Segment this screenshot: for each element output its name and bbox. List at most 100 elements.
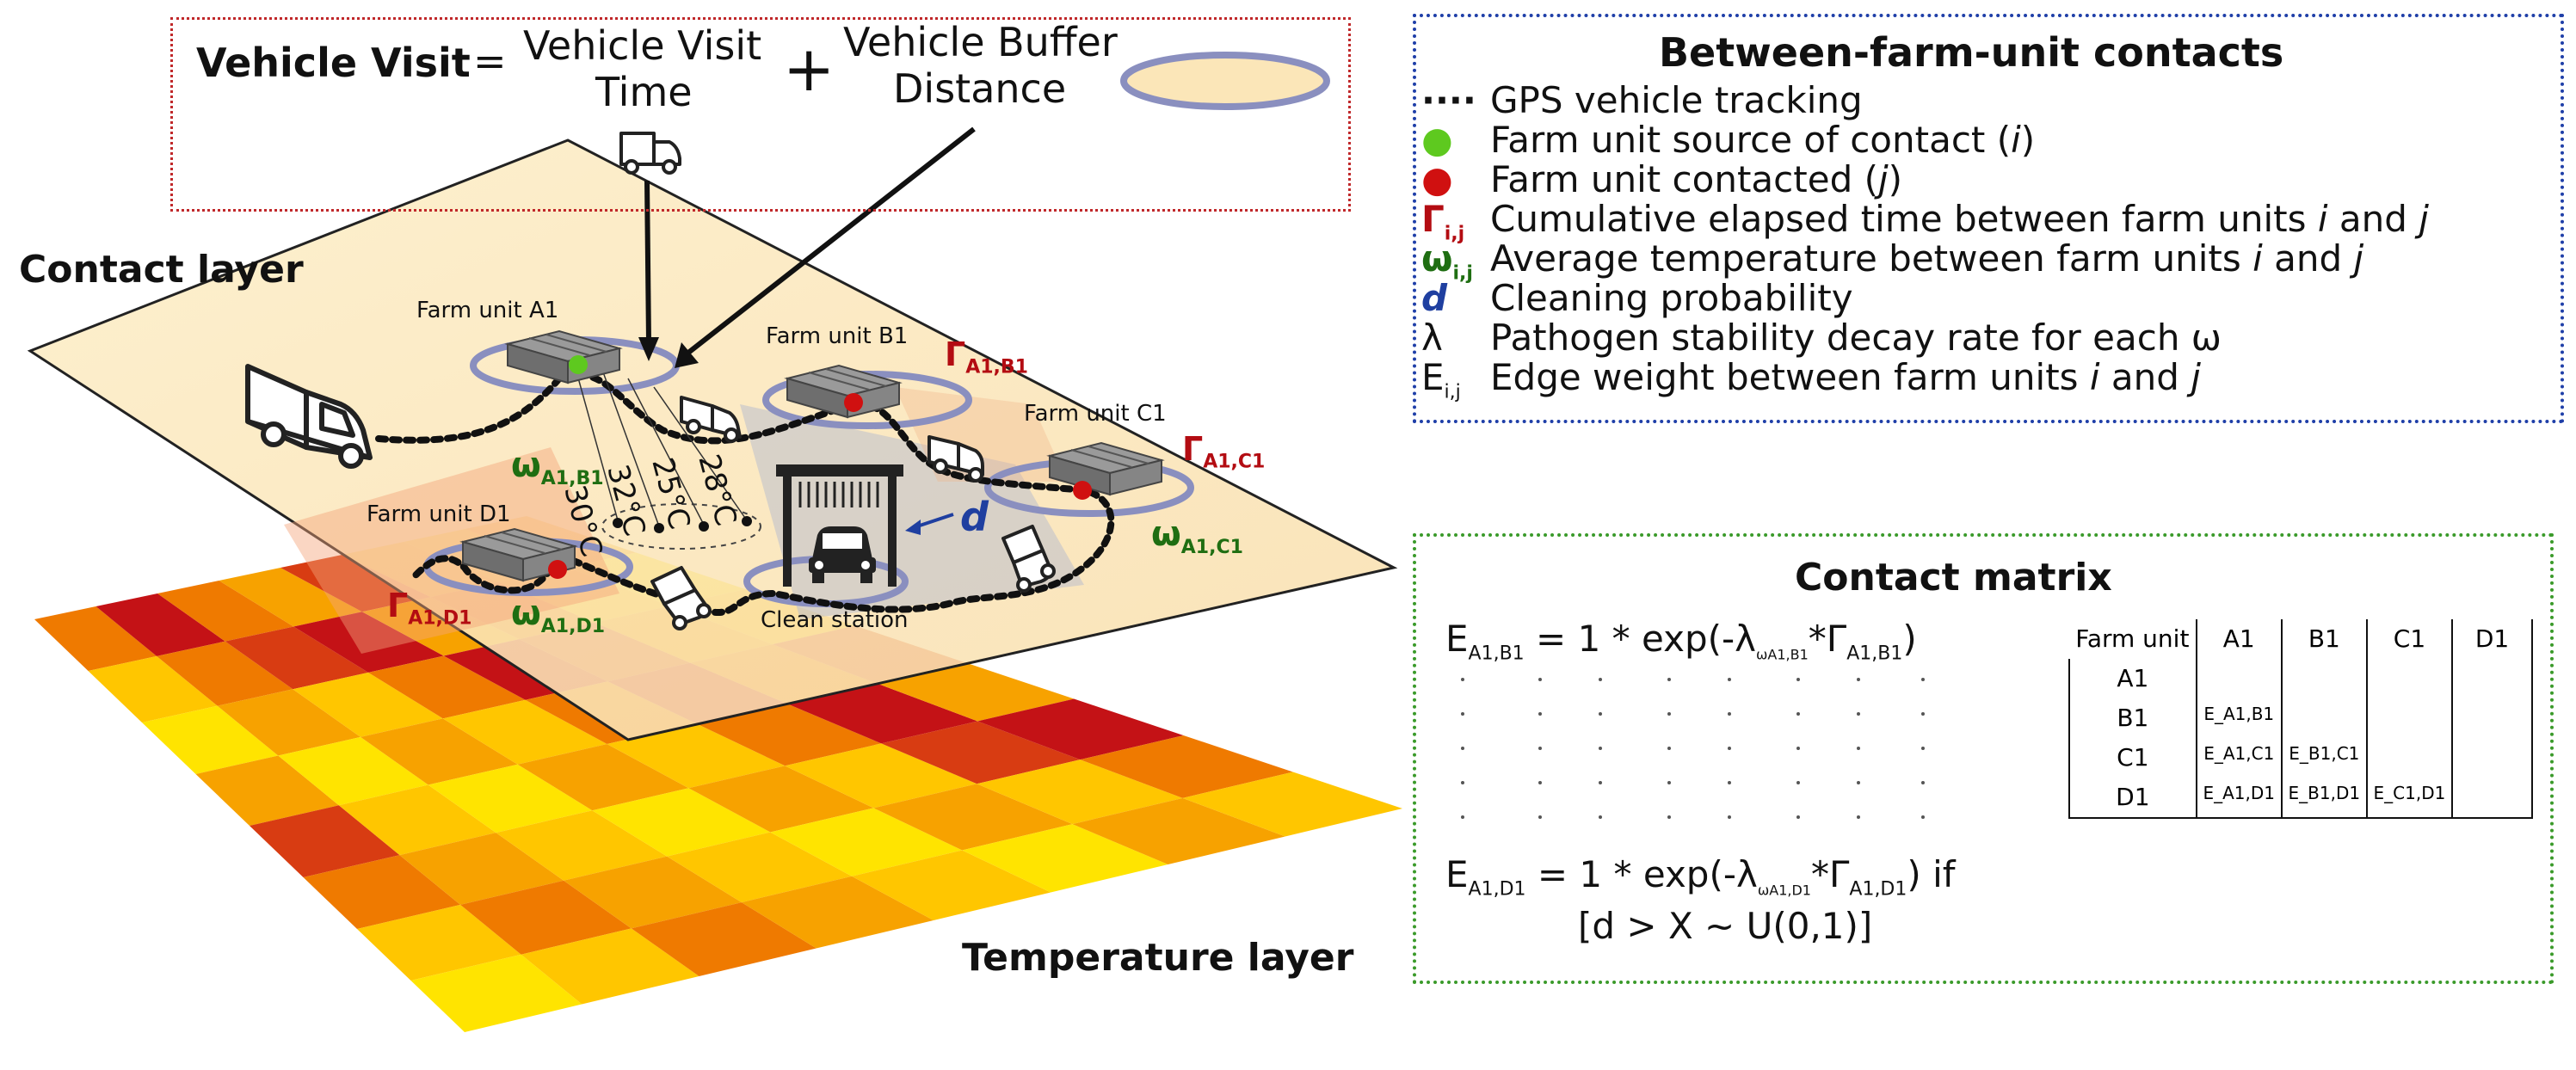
heatmap-cell [977, 698, 1184, 760]
temp-line [601, 369, 660, 527]
heatmap-cell [278, 736, 428, 806]
heatmap-cell [1072, 797, 1285, 864]
table-header: Farm unit [2069, 619, 2197, 659]
omega-a1c1-label: ωA1,C1 [1151, 514, 1243, 558]
matrix-cell: E_B1,D1 [2280, 777, 2368, 820]
farm-building-d1 [459, 527, 578, 582]
heatmap-cell [517, 744, 689, 811]
matrix-cell [2365, 737, 2454, 778]
vehicle-visit-title: Vehicle Visit [196, 40, 471, 86]
table-row: B1 E_A1,B1 [2068, 698, 2533, 738]
contact-matrix-title: Contact matrix [1795, 556, 2112, 600]
clean-station-icon [776, 464, 903, 587]
farm-unit-b1-label: Farm unit B1 [766, 323, 909, 349]
truck-icon [1001, 525, 1056, 593]
table-row: D1 E_A1,D1 E_B1,D1 E_C1,D1 [2068, 777, 2533, 820]
truck-icon [927, 435, 984, 483]
table-header-row: Farm unit A1 B1 C1 D1 [2069, 619, 2533, 659]
gamma-a1d1-label: ΓA1,D1 [387, 587, 472, 630]
heatmap-cell [741, 876, 934, 949]
row-label: D1 [2068, 777, 2197, 820]
heatmap-cell [96, 593, 225, 656]
heatmap-cell [361, 718, 518, 785]
temp-line [653, 386, 748, 521]
temp-line [627, 378, 705, 526]
heatmap-cell [225, 626, 369, 690]
heatmap-cell [357, 904, 521, 981]
heatmap-cell [962, 824, 1168, 893]
heatmap-cell [460, 880, 632, 955]
heatmap-cell [338, 784, 496, 856]
matrix-cell: E_A1,C1 [2195, 737, 2283, 778]
legend-gps: ····GPS vehicle tracking [1421, 79, 1863, 121]
matrix-cell [2451, 737, 2533, 778]
contact-layer-label: Contact layer [19, 248, 304, 292]
heatmap-cell [496, 810, 668, 881]
heatmap-cell [428, 764, 593, 833]
heatmap-cell [293, 612, 444, 673]
visit-time-line1: Vehicle Visit [523, 22, 762, 69]
gamma-a1c1-label: ΓA1,C1 [1182, 430, 1266, 473]
visit-time-arrowhead [638, 337, 659, 361]
heatmap-cell [142, 705, 279, 774]
table-header: D1 [2451, 619, 2533, 659]
heatmap-cell [875, 662, 1075, 722]
red-dot-icon: ● [1421, 158, 1453, 200]
matrix-cell: E_A1,D1 [2195, 777, 2283, 820]
heatmap-cell [564, 856, 742, 929]
matrix-cell: E_B1,C1 [2280, 737, 2368, 778]
table-header: B1 [2280, 619, 2368, 659]
d-label: d [960, 494, 989, 540]
heatmap-cell [303, 855, 461, 929]
buffer-arrowhead [675, 342, 699, 368]
temp-point [654, 523, 664, 533]
matrix-cell [2451, 698, 2533, 738]
heatmap-cell [521, 928, 699, 1005]
farm-unit-d1-label: Farm unit D1 [367, 501, 511, 527]
buffer-distance-line2: Distance [893, 65, 1067, 112]
heatmap-cell [217, 689, 361, 756]
source-dot-a1 [569, 355, 588, 374]
farm-unit-a1-label: Farm unit A1 [416, 298, 559, 323]
matrix-cell: E_A1,B1 [2195, 698, 2283, 738]
buffer-distance-line1: Vehicle Buffer [843, 19, 1118, 65]
heatmap-cell [1182, 772, 1402, 837]
clean-station-label: Clean station [761, 607, 909, 633]
heatmap-cell [157, 581, 294, 642]
heatmap-cell [786, 682, 978, 744]
omega-symbol: ωi,j [1421, 237, 1473, 285]
omega-a1b1-label: ωA1,B1 [511, 446, 604, 489]
heatmap-cell [1080, 735, 1293, 798]
farm-building-a1 [504, 329, 623, 384]
heatmap-cell [977, 759, 1183, 825]
temp-point [742, 516, 752, 526]
matrix-cell: E_C1,D1 [2365, 777, 2454, 820]
heatmap-cell [785, 743, 977, 809]
d-symbol: d [1421, 277, 1448, 319]
temp-line [574, 365, 619, 521]
heatmap-cell [770, 808, 963, 876]
heatmap-cell [368, 655, 526, 719]
temp-point [699, 521, 709, 532]
heatmap-cell [592, 788, 771, 857]
contact-diagram [27, 126, 1402, 1032]
heatmap-cell [399, 833, 564, 905]
ellipsis-dots [1461, 678, 1925, 819]
table-header: C1 [2365, 619, 2454, 659]
gamma-symbol: Γi,j [1421, 198, 1465, 245]
heatmap-cell [688, 766, 874, 833]
plus-sign: + [783, 33, 835, 105]
d-arrowhead [905, 520, 921, 535]
farm-building-c1 [1046, 441, 1165, 496]
equation-a1b1: EA1,B1 = 1 * exp(-λωA1,B1*ΓA1,B1) [1445, 618, 1917, 665]
contact-matrix-table: Farm unit A1 B1 C1 D1 A1 B1 E_A1,B1 C1 E… [2068, 619, 2533, 820]
heatmap-cell [667, 832, 853, 903]
heatmap-cell [852, 850, 1051, 920]
temp-point [613, 518, 623, 528]
heatmap-cell [250, 805, 400, 877]
matrix-cell [2280, 698, 2368, 738]
row-label: A1 [2068, 658, 2197, 698]
